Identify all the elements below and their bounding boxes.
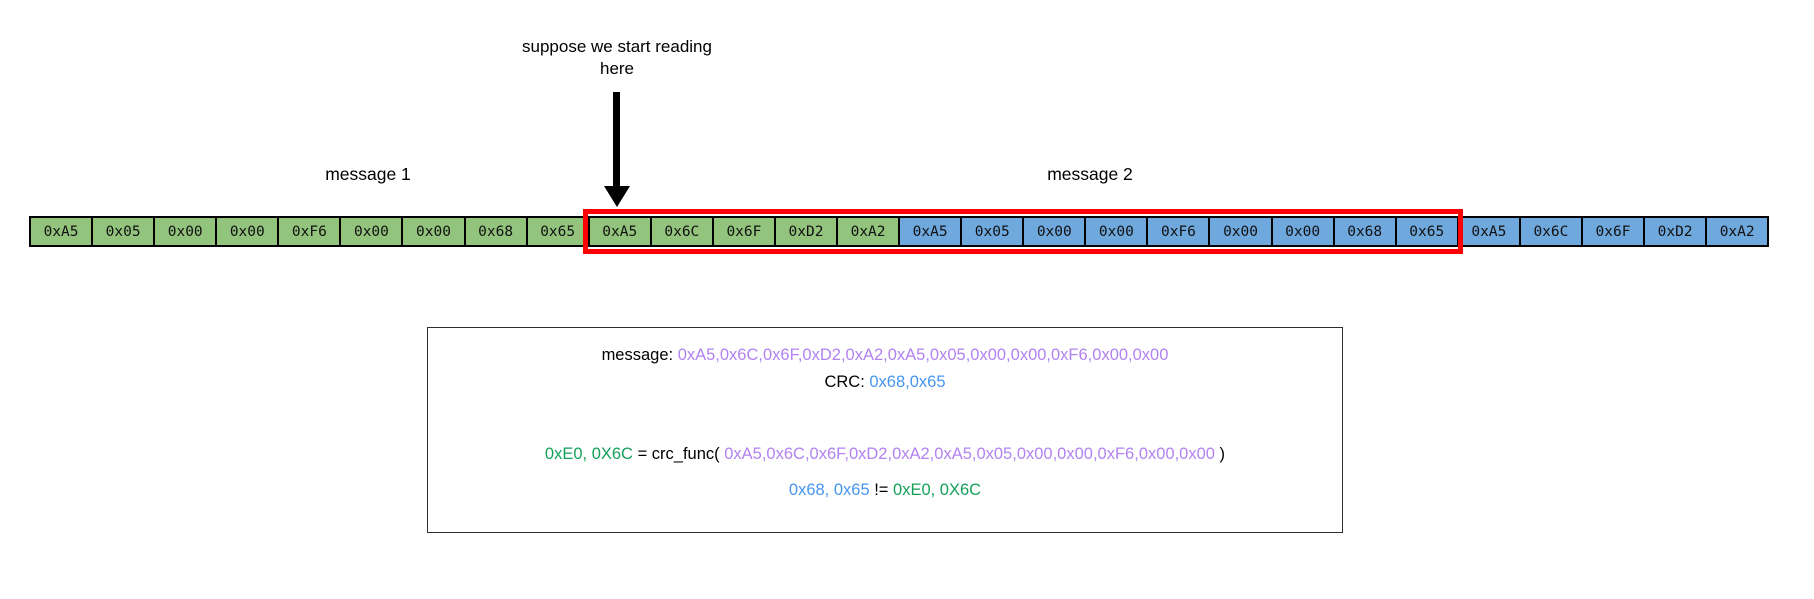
crc-label: CRC: <box>824 373 870 391</box>
byte-cell: 0xA2 <box>836 216 901 247</box>
message-bytes: 0xA5,0x6C,0x6F,0xD2,0xA2,0xA5,0x05,0x00,… <box>677 346 1169 364</box>
byte-cell: 0x05 <box>91 216 156 247</box>
comparison-line: 0x68, 0x65 != 0xE0, 0X6C <box>428 477 1342 504</box>
byte-cell: 0x6C <box>649 216 714 247</box>
byte-cell: 0xF6 <box>277 216 342 247</box>
byte-cell: 0xA5 <box>898 216 963 247</box>
message1-label: message 1 <box>325 164 411 184</box>
message-label: message: <box>601 346 678 364</box>
computed-crc-repeat: 0xE0, 0X6C <box>893 481 982 499</box>
read-crc: 0x68, 0x65 <box>788 481 870 499</box>
byte-cell: 0x6C <box>1518 216 1583 247</box>
byte-cell: 0x00 <box>1022 216 1087 247</box>
message-line: message: 0xA5,0x6C,0x6F,0xD2,0xA2,0xA5,0… <box>428 342 1342 369</box>
byte-cell: 0x00 <box>1084 216 1149 247</box>
down-arrow-icon <box>604 186 630 207</box>
byte-cell: 0x65 <box>525 216 590 247</box>
byte-cell: 0x6F <box>1580 216 1646 247</box>
byte-cell: 0xD2 <box>773 216 839 247</box>
crc-func-line: 0xE0, 0X6C = crc_func( 0xA5,0x6C,0x6F,0x… <box>428 441 1342 468</box>
byte-cell: 0x6F <box>711 216 776 247</box>
byte-cell: 0x00 <box>1208 216 1273 247</box>
start-reading-annotation: suppose we start reading here <box>457 36 777 80</box>
crc-func-close-paren: ) <box>1214 445 1226 463</box>
byte-cell: 0x00 <box>215 216 280 247</box>
annotation-line1: suppose we start reading <box>522 37 712 56</box>
crc-line: CRC: 0x68,0x65 <box>428 369 1342 396</box>
byte-cell: 0x68 <box>1332 216 1397 247</box>
byte-cell: 0x00 <box>1270 216 1335 247</box>
byte-cell: 0xF6 <box>1146 216 1211 247</box>
byte-cell: 0xA5 <box>587 216 652 247</box>
byte-cell: 0x68 <box>463 216 528 247</box>
byte-cell: 0x00 <box>153 216 218 247</box>
byte-cell: 0xD2 <box>1643 216 1708 247</box>
byte-cell: 0xA5 <box>1456 216 1521 247</box>
crc-func-arg: 0xA5,0x6C,0x6F,0xD2,0xA2,0xA5,0x05,0x00,… <box>724 445 1215 463</box>
crc-func-call: = crc_func( <box>632 445 725 463</box>
byte-cell: 0xA2 <box>1705 216 1770 247</box>
not-equal-operator: != <box>869 481 894 499</box>
byte-cell: 0xA5 <box>29 216 94 247</box>
byte-cell: 0x00 <box>339 216 404 247</box>
byte-cell: 0x65 <box>1394 216 1459 247</box>
byte-cell: 0x05 <box>960 216 1025 247</box>
down-arrow-shaft <box>613 92 620 188</box>
crc-check-box: message: 0xA5,0x6C,0x6F,0xD2,0xA2,0xA5,0… <box>427 327 1343 533</box>
computed-crc: 0xE0, 0X6C <box>544 445 633 463</box>
message2-label: message 2 <box>1047 164 1133 184</box>
byte-cell: 0x00 <box>401 216 466 247</box>
crc-bytes: 0x68,0x65 <box>869 373 946 391</box>
annotation-line2: here <box>599 59 635 78</box>
